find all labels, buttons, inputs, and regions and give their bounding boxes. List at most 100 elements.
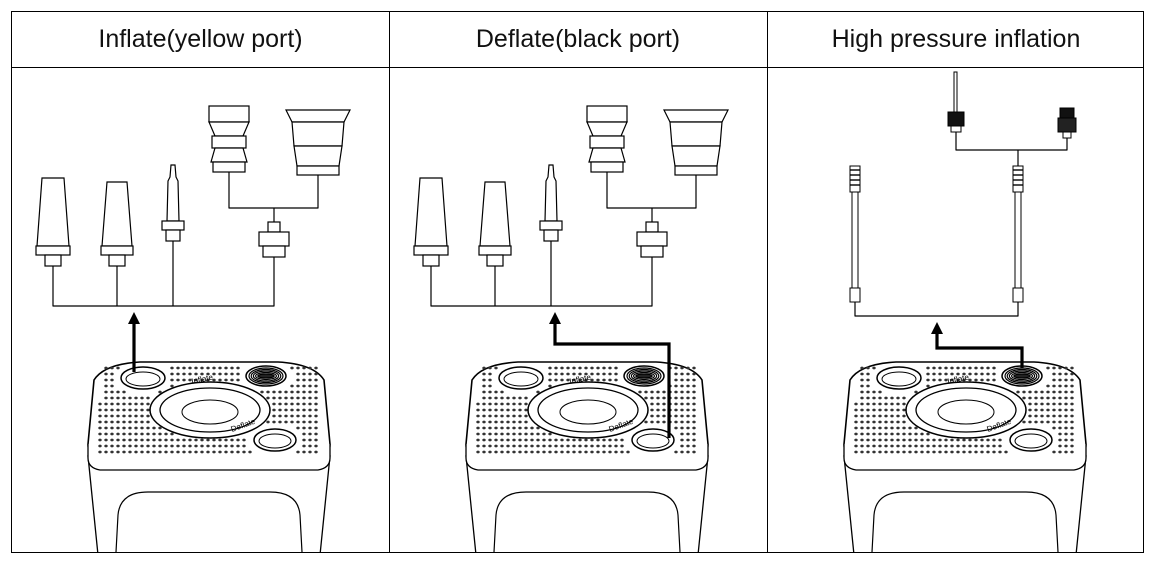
speaker-dot bbox=[236, 372, 240, 376]
arrow-shaft bbox=[553, 324, 671, 438]
speaker-dot bbox=[476, 402, 480, 406]
hose-end bbox=[849, 287, 861, 303]
speaker-dot bbox=[692, 384, 696, 388]
speaker-dot bbox=[314, 366, 318, 370]
speaker-dot bbox=[686, 426, 690, 430]
speaker-dot bbox=[188, 378, 192, 382]
speaker-dot bbox=[302, 438, 306, 442]
speaker-dot bbox=[686, 450, 690, 454]
speaker-dot bbox=[584, 372, 588, 376]
speaker-dot bbox=[548, 372, 552, 376]
speaker-dot bbox=[1070, 432, 1074, 436]
speaker-dot bbox=[626, 450, 630, 454]
speaker-dot bbox=[872, 432, 876, 436]
speaker-dot bbox=[122, 420, 126, 424]
speaker-dot bbox=[620, 438, 624, 442]
speaker-dot bbox=[314, 390, 318, 394]
speaker-dot bbox=[686, 378, 690, 382]
speaker-dot bbox=[182, 372, 186, 376]
speaker-dot-grid bbox=[98, 366, 318, 454]
speaker-dot bbox=[596, 450, 600, 454]
port-thread bbox=[628, 368, 660, 384]
speaker-dot bbox=[1028, 390, 1032, 394]
speaker-dot bbox=[692, 402, 696, 406]
speaker-dot bbox=[854, 402, 858, 406]
speaker-dot bbox=[1064, 366, 1068, 370]
speaker-dot bbox=[1064, 384, 1068, 388]
connection-lines bbox=[52, 172, 319, 307]
needle-tip bbox=[544, 164, 558, 222]
funnel-rim bbox=[285, 109, 351, 123]
speaker-dot bbox=[686, 432, 690, 436]
speaker-dot bbox=[512, 432, 516, 436]
speaker-dot bbox=[998, 450, 1002, 454]
speaker-dot bbox=[866, 450, 870, 454]
speaker-dot bbox=[980, 450, 984, 454]
speaker-dot bbox=[176, 378, 180, 382]
speaker-dot bbox=[308, 390, 312, 394]
speaker-dot bbox=[524, 450, 528, 454]
speaker-dot bbox=[482, 366, 486, 370]
speaker-dot bbox=[956, 366, 960, 370]
speaker-dot bbox=[956, 372, 960, 376]
speaker-dot bbox=[116, 444, 120, 448]
speaker-dot bbox=[692, 390, 696, 394]
speaker-dot bbox=[890, 396, 894, 400]
speaker-dot bbox=[146, 426, 150, 430]
speaker-dot bbox=[872, 396, 876, 400]
speaker-dot bbox=[200, 450, 204, 454]
speaker-dot bbox=[134, 450, 138, 454]
speaker-dot bbox=[146, 414, 150, 418]
speaker-dot bbox=[218, 378, 222, 382]
speaker-dot bbox=[548, 366, 552, 370]
speaker-dot bbox=[638, 390, 642, 394]
speaker-dot bbox=[296, 402, 300, 406]
speaker-dot bbox=[314, 438, 318, 442]
adapter-taper bbox=[586, 121, 628, 137]
speaker-dot bbox=[206, 438, 210, 442]
speaker-dot bbox=[98, 402, 102, 406]
speaker-dot bbox=[584, 438, 588, 442]
speaker-dot bbox=[650, 420, 654, 424]
adapter-taper bbox=[208, 121, 250, 137]
speaker-dot bbox=[482, 384, 486, 388]
speaker-dot bbox=[170, 384, 174, 388]
speaker-dot bbox=[524, 432, 528, 436]
speaker-dot bbox=[578, 438, 582, 442]
speaker-dot bbox=[122, 414, 126, 418]
speaker-dot bbox=[986, 444, 990, 448]
speaker-dot bbox=[512, 420, 516, 424]
speaker-dot bbox=[524, 402, 528, 406]
speaker-dot bbox=[854, 438, 858, 442]
speaker-dot bbox=[902, 450, 906, 454]
speaker-dot bbox=[884, 432, 888, 436]
speaker-dot bbox=[926, 438, 930, 442]
column-divider-2 bbox=[767, 12, 768, 552]
speaker-dot bbox=[152, 426, 156, 430]
speaker-dot bbox=[572, 438, 576, 442]
speaker-dot bbox=[656, 414, 660, 418]
speaker-dot bbox=[902, 396, 906, 400]
speaker-dot bbox=[110, 378, 114, 382]
speaker-dot bbox=[500, 438, 504, 442]
speaker-dot bbox=[524, 420, 528, 424]
speaker-dot bbox=[620, 444, 624, 448]
speaker-dot bbox=[98, 444, 102, 448]
speaker-dot bbox=[512, 444, 516, 448]
port-thread bbox=[250, 368, 282, 384]
chuck-base bbox=[1062, 131, 1072, 139]
speaker-dot bbox=[128, 396, 132, 400]
speaker-dot bbox=[242, 438, 246, 442]
speaker-dot bbox=[890, 438, 894, 442]
speaker-dot bbox=[956, 438, 960, 442]
speaker-dot bbox=[482, 438, 486, 442]
speaker-dot bbox=[98, 432, 102, 436]
speaker-dot bbox=[968, 444, 972, 448]
speaker-dot bbox=[1046, 408, 1050, 412]
speaker-dot bbox=[314, 450, 318, 454]
speaker-dot bbox=[284, 402, 288, 406]
speaker-dot bbox=[116, 432, 120, 436]
speaker-dot bbox=[284, 414, 288, 418]
speaker-dot bbox=[608, 366, 612, 370]
